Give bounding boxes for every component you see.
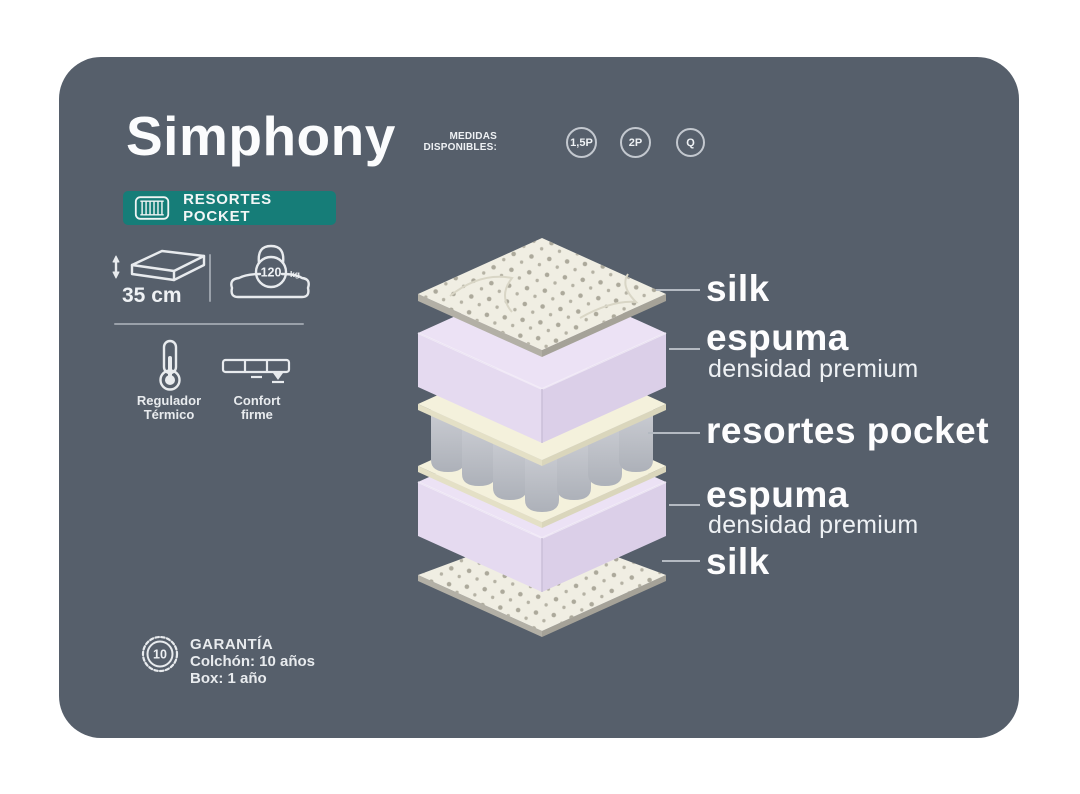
- comfort-label: Confort firme: [214, 394, 300, 422]
- kettlebell-icon: 120 kg: [230, 244, 310, 299]
- feature-badge: RESORTES POCKET: [123, 191, 336, 225]
- thermometer-icon: [159, 339, 181, 391]
- warranty-section: GARANTÍA Colchón: 10 años Box: 1 año: [190, 636, 315, 687]
- size-option-badge: 1,5P: [566, 127, 597, 158]
- warranty-years-value: 10: [153, 648, 167, 662]
- label-resortes-pocket: resortes pocket: [706, 410, 990, 451]
- comfort-label-line2: firme: [241, 407, 273, 422]
- warranty-seal-icon: 10: [141, 635, 179, 673]
- pocket-springs-icon: [134, 196, 170, 220]
- thermal-label: Regulador Térmico: [118, 394, 220, 422]
- height-arrow-icon: [112, 255, 120, 279]
- medidas-line2: DISPONIBLES:: [423, 142, 497, 153]
- warranty-title: GARANTÍA: [190, 636, 274, 653]
- label-espuma-bottom-sub: densidad premium: [708, 511, 919, 539]
- weight-unit: kg: [290, 269, 300, 279]
- thermal-label-line2: Térmico: [143, 407, 195, 422]
- label-espuma-bottom: espuma: [706, 474, 849, 515]
- spec-divider-vertical: [209, 254, 211, 302]
- label-silk-bottom: silk: [706, 541, 770, 582]
- feature-badge-label: RESORTES POCKET: [183, 191, 272, 225]
- medidas-heading: MEDIDAS DISPONIBLES:: [419, 131, 497, 153]
- medidas-line1: MEDIDAS: [449, 131, 497, 142]
- mattress-height-icon: [112, 249, 206, 282]
- comfort-label-line1: Confort: [233, 393, 281, 408]
- thermal-label-line1: Regulador: [136, 393, 202, 408]
- spec-divider-horizontal: [114, 323, 304, 325]
- label-espuma-top-sub: densidad premium: [708, 355, 919, 383]
- size-option-badge: 2P: [620, 127, 651, 158]
- warranty-line-mattress: Colchón: 10 años: [190, 653, 316, 670]
- size-option-badge: Q: [676, 128, 705, 157]
- label-silk-top: silk: [706, 268, 770, 309]
- height-value: 35 cm: [122, 284, 182, 307]
- product-title: Simphony: [126, 105, 396, 167]
- firmness-scale-icon: [221, 358, 291, 384]
- label-espuma-top: espuma: [706, 317, 849, 358]
- weight-value: 120: [261, 266, 282, 280]
- warranty-line-box: Box: 1 año: [190, 670, 267, 687]
